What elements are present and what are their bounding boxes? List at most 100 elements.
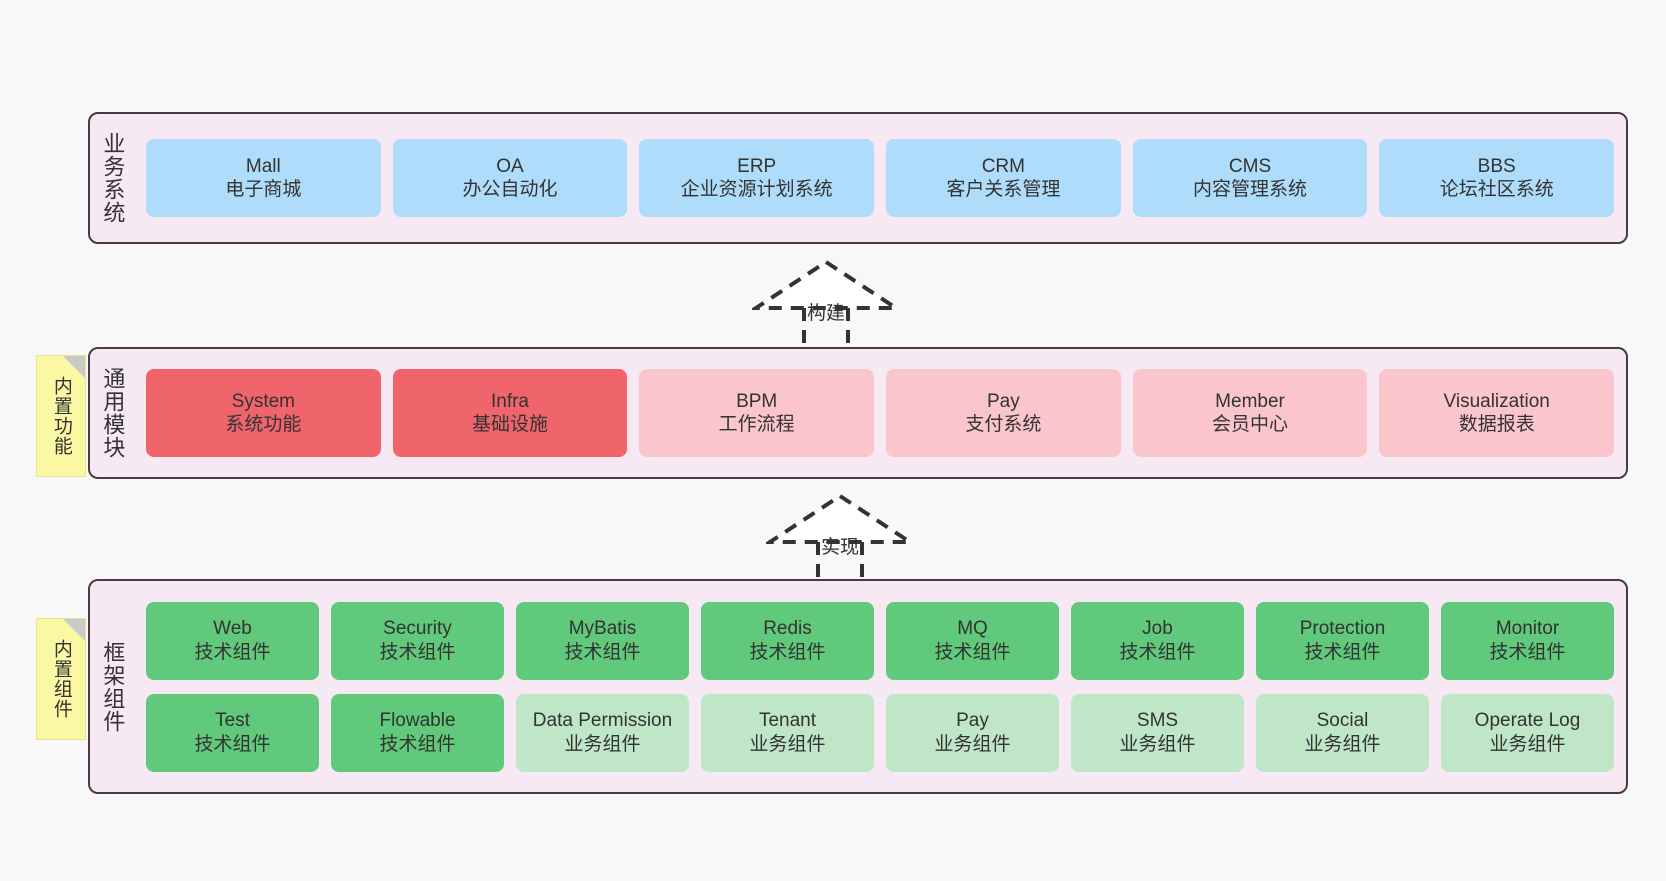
card-title-cn: 办公自动化: [462, 179, 558, 200]
card-title-cn: 内容管理系统: [1193, 179, 1308, 200]
layer-business-system: 业务系统 Mall 电子商城 OA 办公自动化 ERP 企业资源计划系统 CRM…: [88, 112, 1628, 244]
layer-common-module: 通用模块 System 系统功能 Infra 基础设施 BPM 工作流程 Pay…: [88, 347, 1628, 479]
card-title-cn: 数据报表: [1458, 414, 1535, 435]
card-title-cn: 客户关系管理: [946, 179, 1061, 200]
card-title-cn: 会员中心: [1212, 414, 1289, 435]
card-title-cn: 业务组件: [749, 733, 826, 755]
generalization-arrow-icon: [752, 259, 900, 344]
card-title-en: Security: [383, 618, 452, 640]
card-title-cn: 技术组件: [1119, 641, 1196, 663]
card-title-en: Social: [1316, 710, 1369, 732]
layer-title-business-system: 业务系统: [100, 132, 126, 224]
card-member[interactable]: Member 会员中心: [1132, 369, 1368, 457]
layer-title-common-module: 通用模块: [100, 367, 126, 459]
card-mybatis[interactable]: MyBatis 技术组件: [516, 601, 689, 680]
card-bpm[interactable]: BPM 工作流程: [639, 369, 875, 457]
card-job[interactable]: Job 技术组件: [1071, 601, 1244, 680]
card-title-cn: 技术组件: [1489, 641, 1566, 663]
card-monitor[interactable]: Monitor 技术组件: [1441, 601, 1614, 680]
card-system[interactable]: System 系统功能: [146, 369, 381, 457]
card-title-en: Web: [213, 618, 252, 640]
card-visualization[interactable]: Visualization 数据报表: [1379, 369, 1615, 457]
card-test[interactable]: Test 技术组件: [146, 693, 319, 772]
layer-body-business-system: Mall 电子商城 OA 办公自动化 ERP 企业资源计划系统 CRM 客户关系…: [134, 114, 1626, 242]
card-title-en: Flowable: [379, 710, 456, 732]
card-redis[interactable]: Redis 技术组件: [701, 601, 874, 680]
card-title-en: Visualization: [1443, 390, 1550, 412]
card-title-en: Test: [215, 710, 250, 732]
connector-implement: 实现: [766, 492, 914, 578]
card-title-en: ERP: [737, 155, 777, 177]
card-title-en: Mall: [245, 155, 281, 177]
card-tenant[interactable]: Tenant 业务组件: [701, 693, 874, 772]
card-title-en: MQ: [957, 618, 988, 640]
note-fold-corner-icon: [63, 619, 85, 641]
card-social[interactable]: Social 业务组件: [1256, 693, 1429, 772]
card-title-en: SMS: [1136, 710, 1179, 732]
card-title-en: BBS: [1477, 155, 1516, 177]
card-title-cn: 业务组件: [934, 733, 1011, 755]
card-bbs[interactable]: BBS 论坛社区系统: [1379, 139, 1615, 217]
card-title-en: Data Permission: [532, 710, 673, 732]
card-title-cn: 支付系统: [965, 414, 1042, 435]
card-title-cn: 业务组件: [1304, 733, 1381, 755]
card-title-cn: 基础设施: [472, 414, 549, 435]
card-title-en: Job: [1142, 618, 1173, 640]
card-title-cn: 技术组件: [564, 641, 641, 663]
note-fold-corner-icon: [63, 356, 85, 378]
generalization-arrow-icon: [766, 493, 914, 578]
card-title-cn: 业务组件: [564, 733, 641, 755]
card-title-en: OA: [496, 155, 524, 177]
card-title-cn: 技术组件: [749, 641, 826, 663]
card-sms[interactable]: SMS 业务组件: [1071, 693, 1244, 772]
card-title-cn: 技术组件: [1304, 641, 1381, 663]
card-title-en: Pay: [986, 390, 1020, 412]
card-title-cn: 电子商城: [225, 179, 302, 200]
card-title-cn: 系统功能: [225, 414, 302, 435]
card-title-en: CMS: [1228, 155, 1272, 177]
card-protection[interactable]: Protection 技术组件: [1256, 601, 1429, 680]
card-erp[interactable]: ERP 企业资源计划系统: [639, 139, 875, 217]
layer-body-framework-component: Web 技术组件 Security 技术组件 MyBatis 技术组件 Redi…: [134, 581, 1626, 792]
card-data-permission[interactable]: Data Permission 业务组件: [516, 693, 689, 772]
card-mq[interactable]: MQ 技术组件: [886, 601, 1059, 680]
card-title-en: Monitor: [1495, 618, 1560, 640]
card-title-cn: 技术组件: [379, 641, 456, 663]
layer-body-common-module: System 系统功能 Infra 基础设施 BPM 工作流程 Pay 支付系统…: [134, 349, 1626, 477]
card-pay-component[interactable]: Pay 业务组件: [886, 693, 1059, 772]
card-title-en: Member: [1215, 390, 1285, 412]
card-operate-log[interactable]: Operate Log 业务组件: [1441, 693, 1614, 772]
card-title-en: System: [231, 390, 296, 412]
note-label: 内置功能: [50, 376, 72, 456]
card-mall[interactable]: Mall 电子商城: [146, 139, 381, 217]
card-crm[interactable]: CRM 客户关系管理: [886, 139, 1121, 217]
card-title-en: Protection: [1299, 618, 1386, 640]
connector-build: 构建: [752, 258, 900, 344]
card-title-cn: 企业资源计划系统: [680, 179, 833, 200]
note-builtin-component: 内置组件: [36, 618, 86, 740]
card-infra[interactable]: Infra 基础设施: [392, 369, 628, 457]
framework-row-technical: Web 技术组件 Security 技术组件 MyBatis 技术组件 Redi…: [146, 601, 1614, 680]
card-title-en: Redis: [763, 618, 812, 640]
card-pay-module[interactable]: Pay 支付系统: [886, 369, 1121, 457]
card-title-en: Operate Log: [1474, 710, 1581, 732]
card-security[interactable]: Security 技术组件: [331, 601, 504, 680]
card-title-cn: 论坛社区系统: [1439, 179, 1554, 200]
card-title-cn: 技术组件: [194, 733, 271, 755]
card-title-cn: 技术组件: [194, 641, 271, 663]
card-title-cn: 工作流程: [718, 414, 795, 435]
card-title-cn: 技术组件: [934, 641, 1011, 663]
card-flowable[interactable]: Flowable 技术组件: [331, 693, 504, 772]
card-cms[interactable]: CMS 内容管理系统: [1132, 139, 1368, 217]
card-oa[interactable]: OA 办公自动化: [392, 139, 628, 217]
card-title-en: MyBatis: [568, 618, 637, 640]
note-label: 内置组件: [50, 639, 72, 719]
layer-title-framework-component: 框架组件: [100, 640, 126, 733]
note-builtin-function: 内置功能: [36, 355, 86, 477]
layer-framework-component: 框架组件 Web 技术组件 Security 技术组件 MyBatis 技术组件…: [88, 579, 1628, 794]
card-title-cn: 技术组件: [379, 733, 456, 755]
card-web[interactable]: Web 技术组件: [146, 601, 319, 680]
card-title-en: Pay: [956, 710, 989, 732]
card-title-en: BPM: [736, 390, 778, 412]
